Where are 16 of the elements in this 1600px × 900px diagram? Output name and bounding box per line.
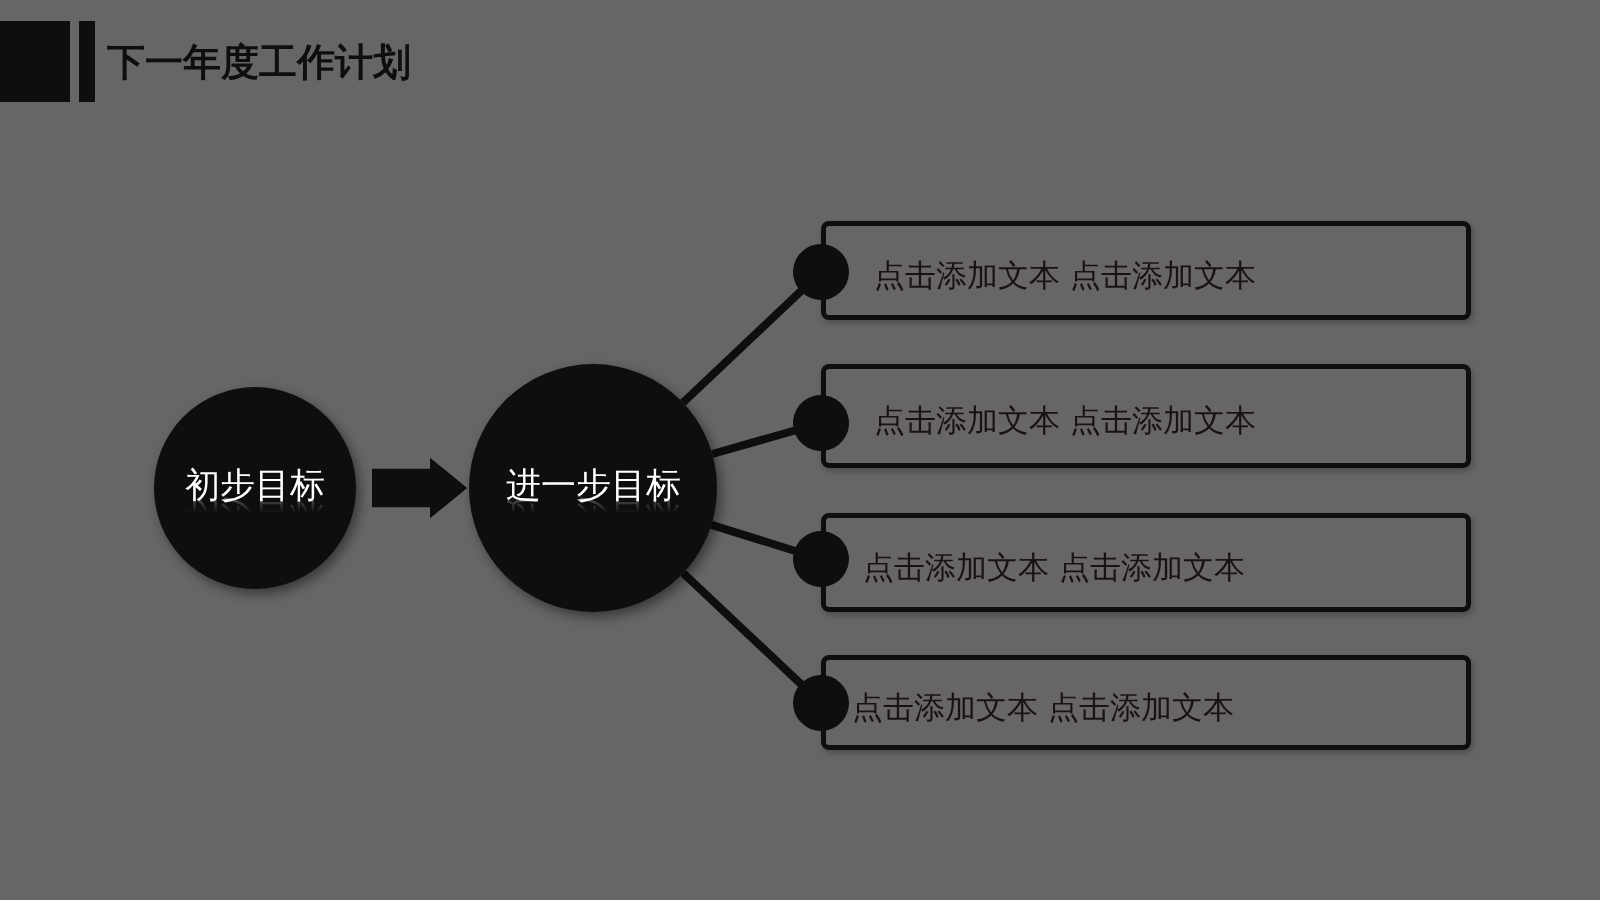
connector-line (710, 521, 849, 587)
box-text: 点击添加文本 点击添加文本 (874, 255, 1256, 295)
circle-label: 初步目标 (185, 464, 325, 506)
text-box (821, 364, 1471, 468)
text-box (821, 655, 1471, 750)
connector-line (711, 395, 849, 458)
text-box (821, 513, 1471, 612)
box-text: 点击添加文本 点击添加文本 (874, 401, 1256, 440)
circle-label: 进一步目标 (505, 464, 681, 506)
connector-line (680, 570, 849, 731)
box-text: 点击添加文本 点击添加文本 (852, 687, 1234, 727)
block-arrow (372, 457, 467, 519)
slide-title: 下一年度工作计划 (107, 40, 411, 86)
text-box (821, 221, 1471, 320)
box-text: 点击添加文本 点击添加文本 (863, 547, 1245, 587)
connector-line (680, 244, 849, 406)
